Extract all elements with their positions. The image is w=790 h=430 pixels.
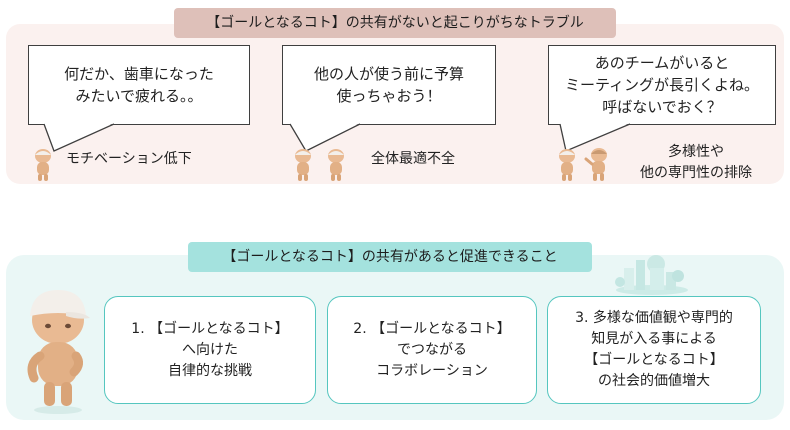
person-figure-icon: [559, 149, 575, 181]
card-line: 知見が入る事による: [591, 331, 717, 347]
caption-line: 他の専門性の排除: [640, 165, 752, 181]
cityscape-illustration-icon: [615, 255, 688, 295]
speech-bubble-exclusion: あのチームがいると ミーティングが長引くよね。 呼ばないでおく？: [548, 45, 776, 125]
bubble-line: 何だか、歯車になった: [64, 65, 214, 83]
caption-line: 多様性や: [668, 144, 724, 160]
speech-bubble-motivation: 何だか、歯車になった みたいで疲れる。。: [28, 45, 250, 125]
bubble-line: あのチームがいると: [594, 54, 730, 72]
bubble-line: 他の人が使う前に予算: [313, 65, 464, 83]
person-figure-icon: [328, 149, 344, 181]
caption-diversity-exclusion: 多様性や 他の専門性の排除: [640, 142, 752, 184]
speech-bubble-budget: 他の人が使う前に予算 使っちゃおう！: [282, 45, 496, 125]
card-line: 1. 【ゴールとなるコト】: [131, 320, 289, 337]
benefit-card-social-value: 3. 多様な価値観や専門的 知見が入る事による 【ゴールとなるコト】 の社会的価…: [547, 296, 761, 404]
benefit-card-collaboration: 2. 【ゴールとなるコト】 でつながる コラボレーション: [327, 296, 537, 404]
troubles-title: 【ゴールとなるコト】の共有がないと起こりがちなトラブル: [174, 8, 616, 38]
caption-motivation-drop: モチベーション低下: [66, 149, 192, 170]
card-line: へ向けた: [182, 341, 238, 358]
person-figure-icon: [35, 149, 51, 181]
person-figure-icon: [27, 290, 90, 414]
card-line: の社会的価値増大: [598, 373, 710, 389]
bubble-line: 呼ばないでおく？: [602, 98, 722, 116]
card-line: でつながる: [397, 341, 467, 358]
person-figure-icon: [295, 149, 311, 181]
card-line: 【ゴールとなるコト】: [584, 352, 724, 368]
bubble-line: みたいで疲れる。。: [75, 87, 203, 105]
card-line: コラボレーション: [376, 362, 488, 379]
card-line: 2. 【ゴールとなるコト】: [353, 320, 511, 337]
caption-overall-optimization: 全体最適不全: [371, 149, 455, 170]
caption-line: モチベーション低下: [66, 151, 192, 167]
benefits-title: 【ゴールとなるコト】の共有があると促進できること: [188, 242, 592, 272]
benefit-card-autonomous-challenge: 1. 【ゴールとなるコト】 へ向けた 自律的な挑戦: [104, 296, 316, 404]
card-line: 3. 多様な価値観や専門的: [575, 310, 733, 326]
card-line: 自律的な挑戦: [168, 362, 252, 379]
bubble-line: ミーティングが長引くよね。: [564, 76, 760, 94]
person-figure-icon: [584, 148, 607, 181]
caption-line: 全体最適不全: [371, 151, 455, 167]
speech-bubble-tail-icon: [43, 123, 115, 152]
bubble-line: 使っちゃおう！: [336, 87, 442, 105]
